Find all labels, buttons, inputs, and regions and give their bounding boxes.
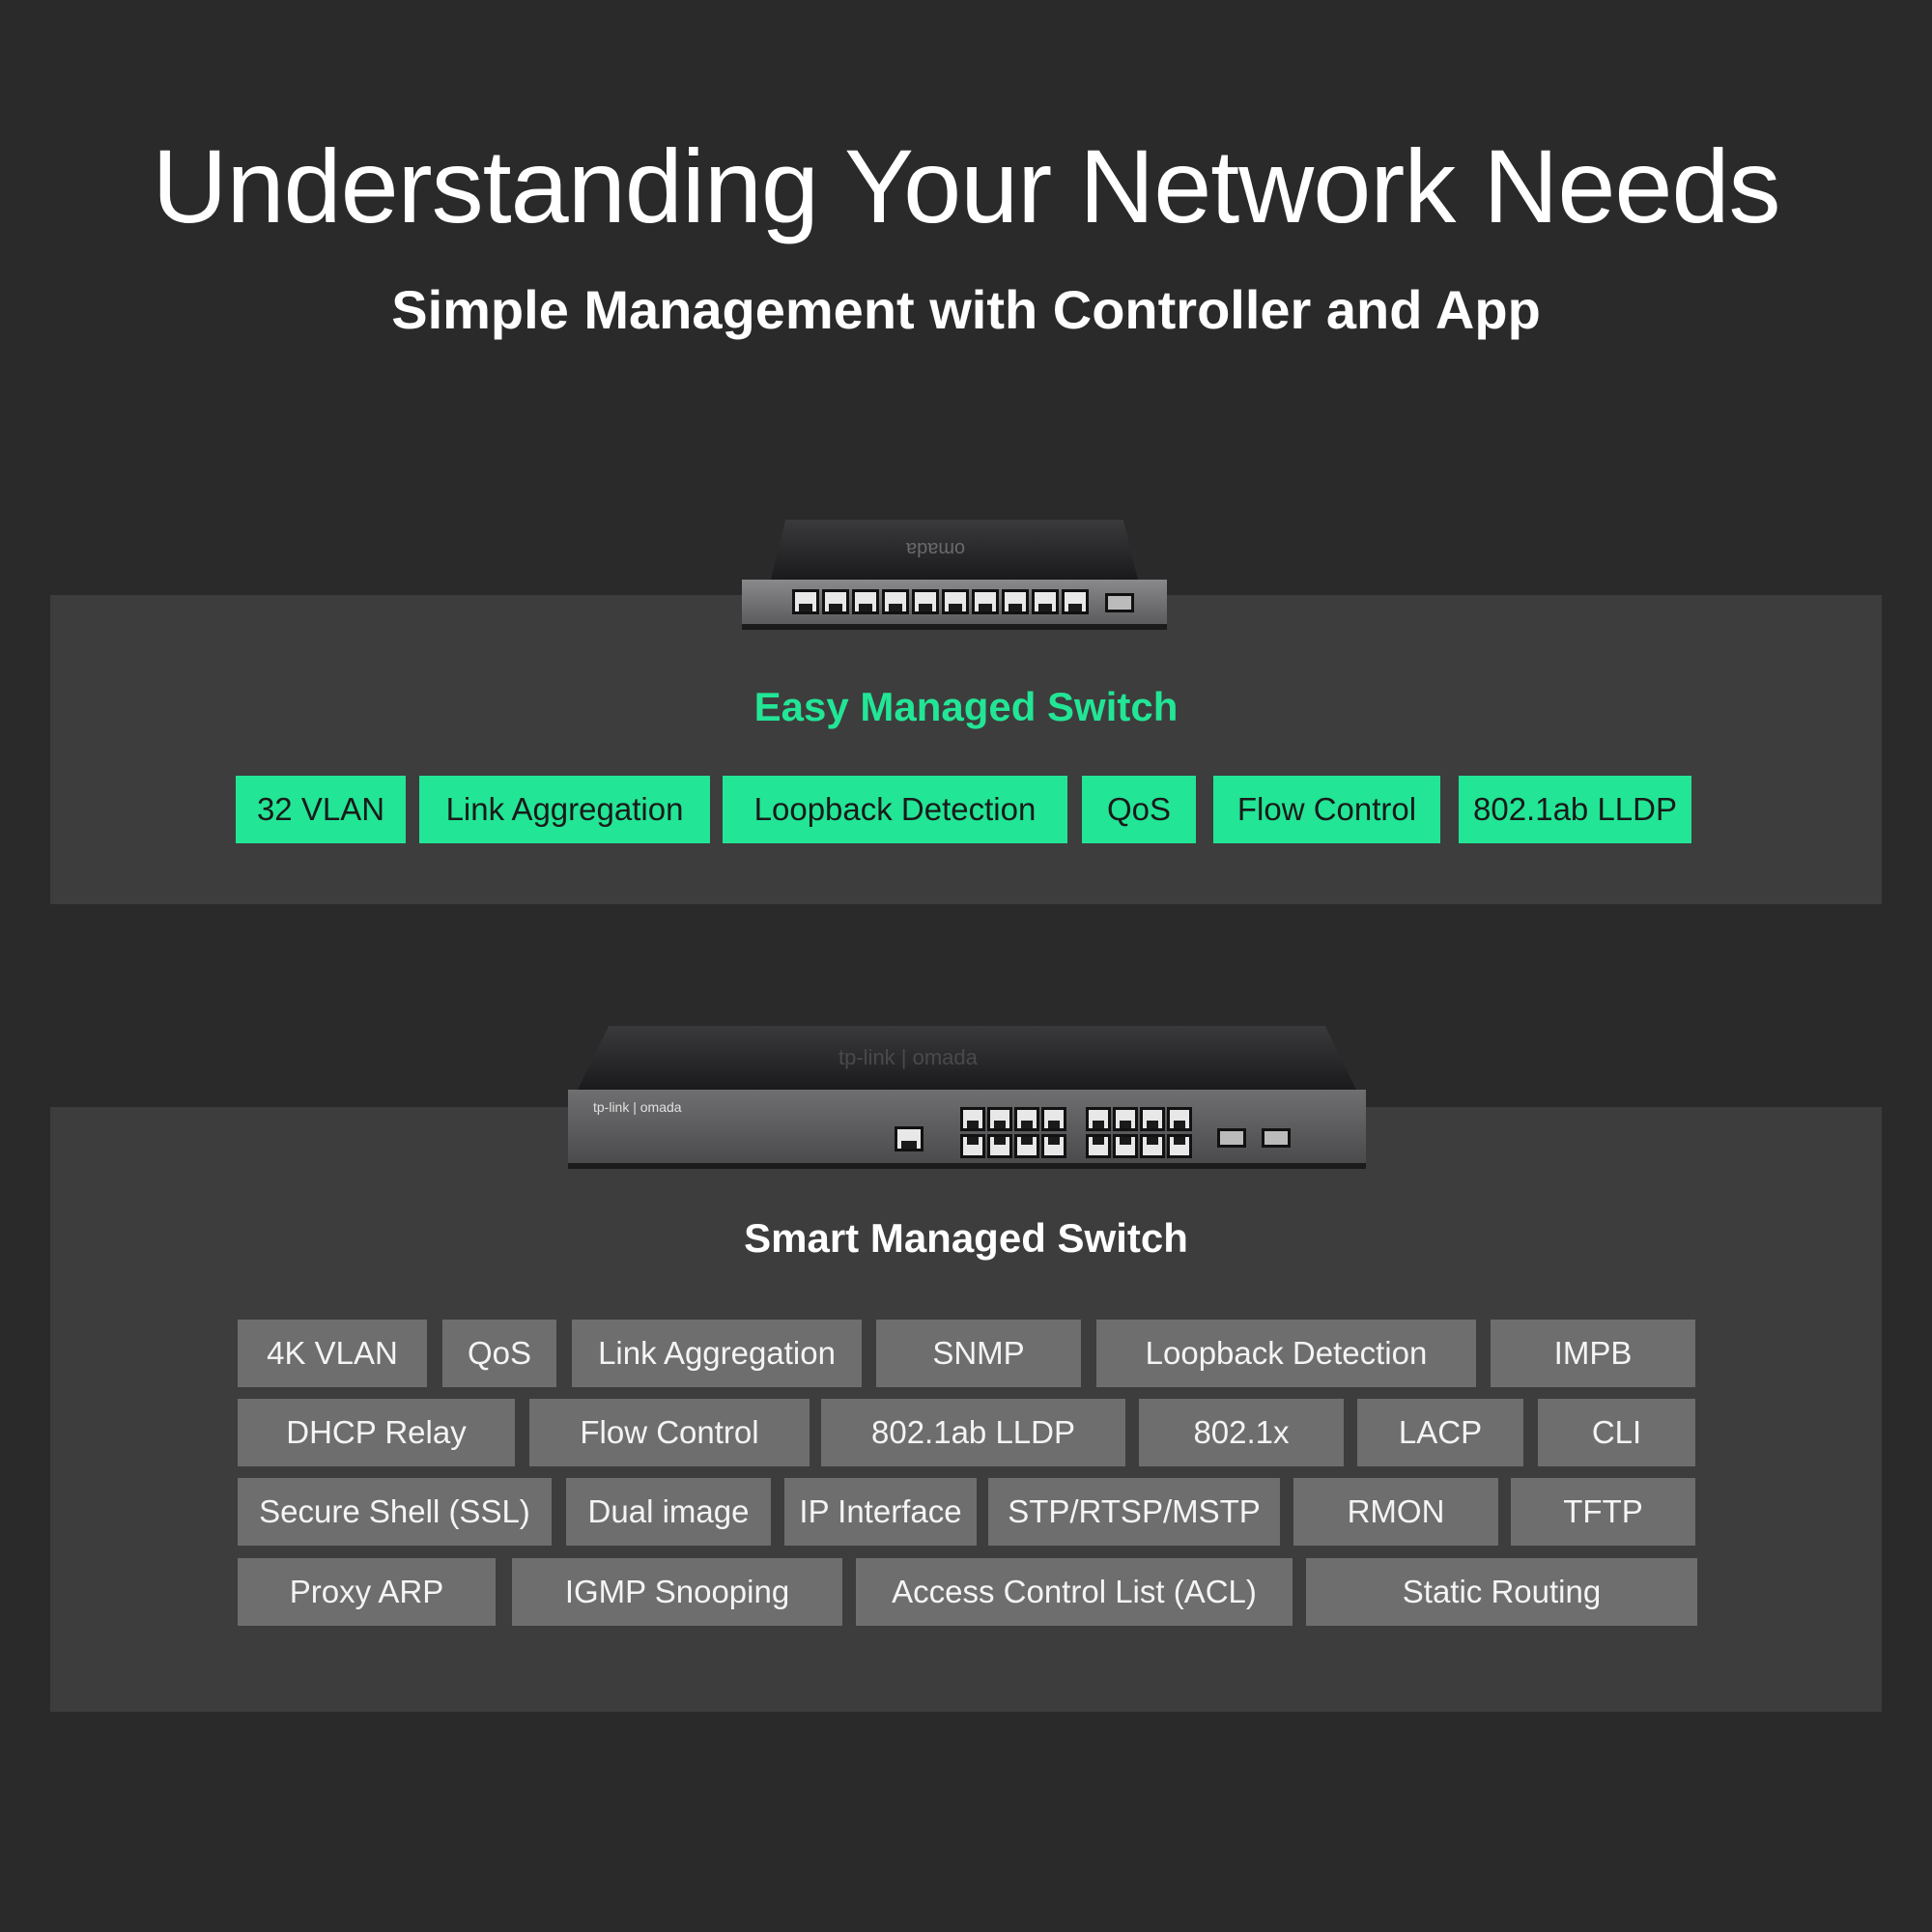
rj45-port-icon xyxy=(960,1134,985,1158)
smart-feature-tag: IP Interface xyxy=(784,1478,977,1546)
easy-feature-tag: QoS xyxy=(1082,776,1196,843)
easy-feature-tag: 32 VLAN xyxy=(236,776,406,843)
rj45-port-icon xyxy=(792,589,819,614)
smart-feature-tag: Access Control List (ACL) xyxy=(856,1558,1293,1626)
rj45-port-icon xyxy=(960,1107,985,1131)
rj45-port-icon xyxy=(1140,1134,1165,1158)
smart-feature-tag: 4K VLAN xyxy=(238,1320,427,1387)
smart-feature-tag: Flow Control xyxy=(529,1399,810,1466)
easy-switch-logo: omada xyxy=(906,538,966,559)
rj45-port-icon xyxy=(987,1134,1012,1158)
console-port-icon xyxy=(895,1126,923,1151)
smart-feature-tag: STP/RTSP/MSTP xyxy=(988,1478,1280,1546)
smart-feature-tag: CLI xyxy=(1538,1399,1695,1466)
easy-feature-tag: Loopback Detection xyxy=(723,776,1067,843)
rj45-port-icon xyxy=(1167,1134,1192,1158)
rj45-port-icon xyxy=(912,589,939,614)
sfp-port-icon xyxy=(1217,1128,1246,1148)
smart-feature-tag: Link Aggregation xyxy=(572,1320,862,1387)
rj45-port-icon xyxy=(1041,1134,1066,1158)
rj45-port-icon xyxy=(1140,1107,1165,1131)
smart-feature-tag: 802.1ab LLDP xyxy=(821,1399,1125,1466)
rj45-port-icon xyxy=(1014,1107,1039,1131)
smart-feature-tag: QoS xyxy=(442,1320,556,1387)
easy-feature-tag: Link Aggregation xyxy=(419,776,710,843)
easy-feature-tag: Flow Control xyxy=(1213,776,1440,843)
smart-feature-tag: LACP xyxy=(1357,1399,1523,1466)
smart-feature-tag: DHCP Relay xyxy=(238,1399,515,1466)
rj45-port-icon xyxy=(882,589,909,614)
rj45-port-icon xyxy=(1113,1107,1138,1131)
page-title: Understanding Your Network Needs xyxy=(152,128,1780,244)
smart-feature-tag: RMON xyxy=(1293,1478,1498,1546)
smart-switch-top-logo: tp-link | omada xyxy=(838,1045,978,1069)
rj45-port-icon xyxy=(942,589,969,614)
smart-feature-tag: Loopback Detection xyxy=(1096,1320,1476,1387)
smart-feature-tag: IGMP Snooping xyxy=(512,1558,842,1626)
smart-feature-tag: SNMP xyxy=(876,1320,1081,1387)
smart-feature-tag: Dual image xyxy=(566,1478,771,1546)
smart-switch-title: Smart Managed Switch xyxy=(744,1215,1188,1261)
smart-feature-tag: Static Routing xyxy=(1306,1558,1697,1626)
smart-feature-tag: IMPB xyxy=(1491,1320,1695,1387)
easy-switch-image: omada xyxy=(742,520,1167,641)
rj45-port-icon xyxy=(1062,589,1089,614)
rj45-port-icon xyxy=(972,589,999,614)
easy-feature-tag: 802.1ab LLDP xyxy=(1459,776,1691,843)
rj45-port-icon xyxy=(1002,589,1029,614)
easy-switch-title: Easy Managed Switch xyxy=(753,684,1179,729)
smart-switch-image: tp-link | omada tp-link | omada xyxy=(568,1026,1366,1179)
sfp-port-icon xyxy=(1105,593,1134,612)
rj45-port-icon xyxy=(1014,1134,1039,1158)
rj45-port-icon xyxy=(1086,1107,1111,1131)
smart-feature-tag: 802.1x xyxy=(1139,1399,1344,1466)
smart-feature-tag: Proxy ARP xyxy=(238,1558,496,1626)
rj45-port-icon xyxy=(822,589,849,614)
smart-feature-tag: TFTP xyxy=(1511,1478,1695,1546)
page-subtitle: Simple Management with Controller and Ap… xyxy=(391,279,1541,340)
rj45-port-icon xyxy=(1032,589,1059,614)
rj45-port-icon xyxy=(852,589,879,614)
rj45-port-icon xyxy=(1113,1134,1138,1158)
rj45-port-icon xyxy=(1167,1107,1192,1131)
smart-switch-front-logo: tp-link | omada xyxy=(593,1099,682,1115)
rj45-port-icon xyxy=(1041,1107,1066,1131)
smart-feature-tag: Secure Shell (SSL) xyxy=(238,1478,552,1546)
easy-switch-panel xyxy=(50,595,1882,904)
rj45-port-icon xyxy=(987,1107,1012,1131)
sfp-port-icon xyxy=(1262,1128,1291,1148)
rj45-port-icon xyxy=(1086,1134,1111,1158)
